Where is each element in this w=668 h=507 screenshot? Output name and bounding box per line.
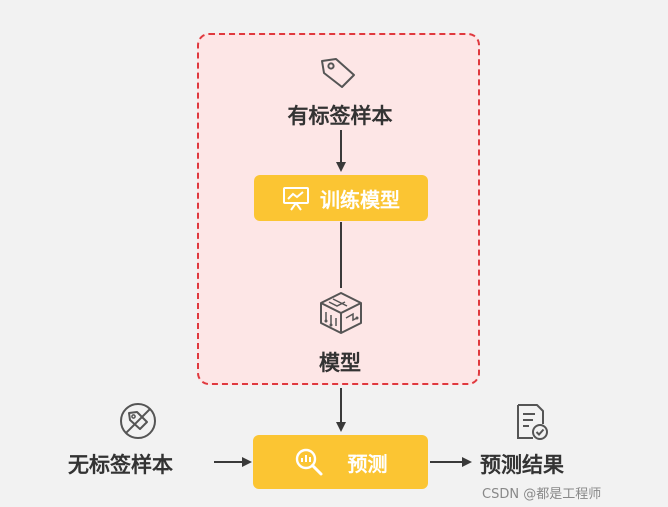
predict-label: 预测 [347, 451, 388, 476]
tag-icon [318, 55, 358, 91]
watermark-text: CSDN @都是工程师 [482, 487, 602, 502]
model-label: 模型 [319, 351, 361, 375]
predict-box: 预测 [253, 435, 428, 489]
chip-cube-icon [317, 290, 365, 336]
crossed-tag-icon [118, 401, 158, 441]
presentation-board-icon [282, 185, 310, 211]
train-model-label: 训练模型 [320, 187, 400, 212]
checked-document-icon [513, 402, 551, 442]
prediction-result-label: 预测结果 [480, 453, 564, 477]
magnifier-chart-icon [294, 447, 324, 477]
labeled-samples-label: 有标签样本 [287, 104, 393, 128]
unlabeled-samples-label: 无标签样本 [68, 453, 173, 477]
train-model-box: 训练模型 [254, 175, 428, 221]
